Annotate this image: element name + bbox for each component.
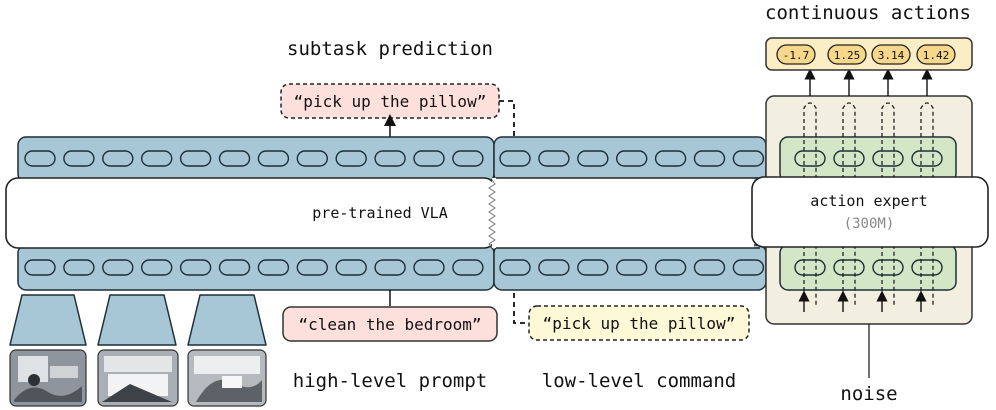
vla-bottom-token — [102, 259, 134, 276]
expert-bottom-token — [833, 259, 865, 276]
vla-top-token — [63, 150, 95, 167]
expert-bottom-token — [911, 259, 943, 276]
action-value-pill — [871, 44, 911, 65]
action-expert-title: action expert — [810, 192, 927, 210]
predicted-subtask-box: “pick up the pillow” — [280, 83, 500, 119]
action-value: 1.42 — [923, 49, 950, 62]
image-encoder-2 — [97, 294, 177, 346]
image-encoder-1 — [9, 294, 87, 346]
action-value-pill — [776, 44, 816, 65]
expert-top-token — [911, 150, 943, 167]
image-encoder-shapes — [9, 294, 267, 346]
vla-top-token — [24, 150, 56, 167]
flow-loop — [920, 102, 934, 306]
flow-loop — [803, 102, 817, 306]
vla-bottom-token — [335, 259, 367, 276]
vla-bottom-token — [616, 259, 648, 276]
subtask-prediction-label: subtask prediction — [287, 38, 493, 60]
vla-bottom-token — [413, 259, 445, 276]
vla-top-token — [179, 150, 212, 167]
camera-image-2 — [97, 349, 179, 407]
vla-bottom-token — [179, 259, 212, 276]
vla-bottom-token — [63, 259, 95, 276]
camera-image-3 — [187, 349, 267, 407]
vla-top-token — [693, 150, 726, 167]
flow-loop — [842, 102, 856, 306]
vla-top-token — [257, 150, 290, 167]
vla-bottom-token — [218, 259, 251, 276]
vla-bottom-token — [577, 259, 609, 276]
action-expert-top-tokens — [779, 136, 957, 183]
vla-bottom-token — [24, 259, 56, 276]
vla-top-token — [374, 150, 406, 167]
expert-flow-loops — [798, 68, 934, 312]
camera-image-1 — [9, 349, 87, 407]
action-value: 3.14 — [878, 49, 905, 62]
vla-top-token — [538, 150, 570, 167]
vla-split-zigzag — [488, 179, 496, 248]
noise-label: noise — [840, 383, 897, 405]
vla-bottom-token — [499, 259, 531, 276]
vla-top-token — [102, 150, 134, 167]
high-level-prompt-label: high-level prompt — [293, 370, 487, 392]
action-value: 1.25 — [834, 49, 861, 62]
predicted-subtask-text: “pick up the pillow” — [294, 92, 487, 111]
vla-bottom-token — [732, 259, 765, 276]
action-value: -1.7 — [783, 49, 810, 62]
vla-bottom-token — [296, 259, 328, 276]
expert-bottom-token — [872, 259, 904, 276]
action-expert-bottom-tokens — [779, 244, 957, 291]
action-expert-body — [751, 176, 989, 248]
vla-top-token — [577, 150, 609, 167]
vla-top-token — [218, 150, 251, 167]
image-encoder-3 — [187, 294, 267, 346]
vla-top-token — [452, 150, 484, 167]
expert-top-token — [872, 150, 904, 167]
vla-top-token — [654, 150, 687, 167]
low-level-command-box: “pick up the pillow” — [528, 305, 750, 341]
continuous-actions-label: continuous actions — [765, 2, 971, 24]
vla-top-token — [335, 150, 367, 167]
vla-bottom-token — [693, 259, 726, 276]
vla-top-token — [140, 150, 173, 167]
high-level-prompt-box: “clean the bedroom” — [282, 306, 498, 342]
vla-top-token — [732, 150, 765, 167]
vla-bottom-token — [538, 259, 570, 276]
expert-top-token — [794, 150, 826, 167]
low-level-command-label: low-level command — [542, 370, 736, 392]
expert-bottom-token — [794, 259, 826, 276]
vla-bottom-token — [452, 259, 484, 276]
vla-bottom-token — [140, 259, 173, 276]
action-value-pill — [827, 44, 867, 65]
vla-token-group — [24, 150, 765, 276]
vla-top-token — [413, 150, 445, 167]
vla-bottom-token — [654, 259, 687, 276]
flow-loop — [881, 102, 895, 306]
expert-token-group — [794, 150, 943, 276]
vla-top-token-bar-right — [493, 136, 767, 183]
action-expert-size: (300M) — [844, 216, 895, 232]
low-level-command-text: “pick up the pillow” — [543, 314, 736, 333]
vla-top-token-bar-left — [17, 136, 495, 183]
vla-title: pre-trained VLA — [312, 204, 447, 222]
expert-top-token — [833, 150, 865, 167]
vla-top-token — [296, 150, 328, 167]
vla-bottom-token — [374, 259, 406, 276]
vla-body-right — [492, 178, 754, 248]
vla-top-token — [616, 150, 648, 167]
vla-body-right-edge — [496, 177, 760, 249]
action-value-pill — [916, 44, 956, 65]
vla-bottom-token — [257, 259, 290, 276]
action-pill-group: -1.7 1.25 3.14 1.42 — [776, 44, 956, 65]
vla-top-token — [499, 150, 531, 167]
camera-images — [9, 349, 267, 407]
high-level-prompt-text: “clean the bedroom” — [298, 315, 481, 334]
vla-bottom-token-bar-left — [17, 244, 495, 291]
